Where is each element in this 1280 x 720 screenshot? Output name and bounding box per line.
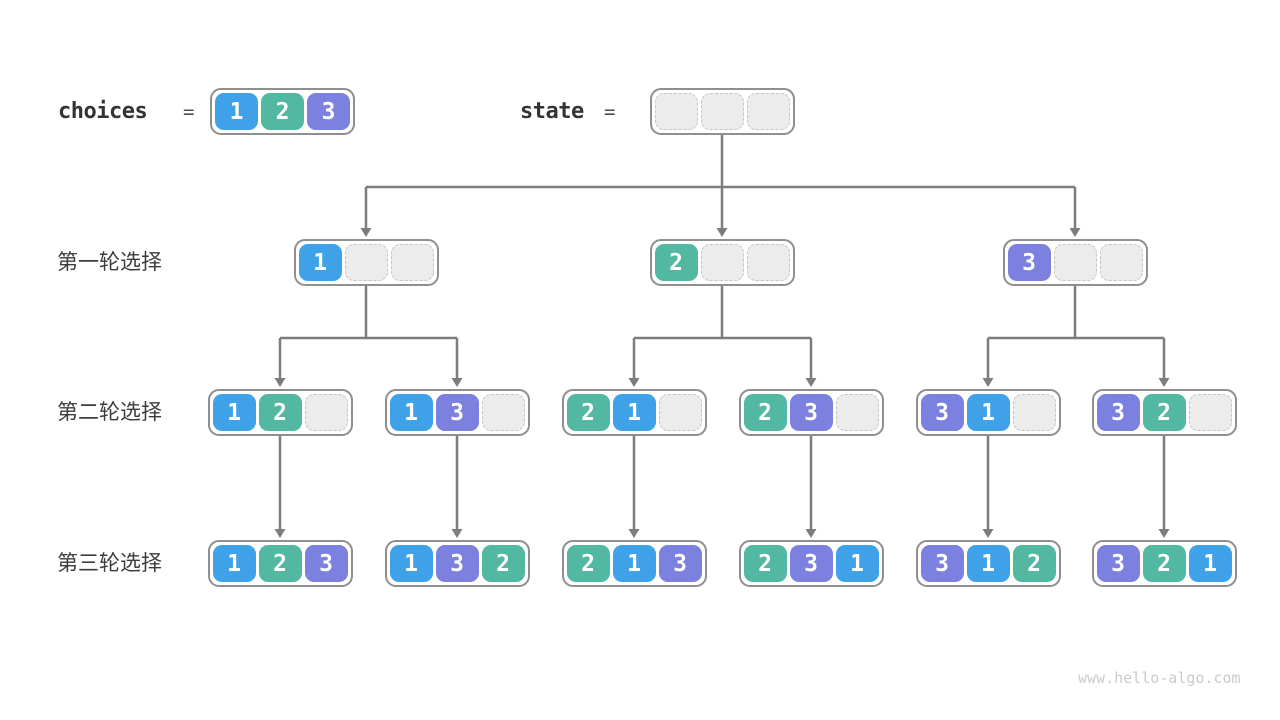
- array-slot-filled: 3: [1096, 394, 1140, 431]
- state-label: state: [520, 99, 584, 124]
- array-slot-filled: 1: [1188, 545, 1232, 582]
- array-slot-filled: 2: [481, 545, 525, 582]
- array-slot-empty: [304, 394, 348, 431]
- array-slot-empty: [747, 93, 790, 130]
- array-slot-filled: 2: [1142, 545, 1186, 582]
- array-slot-filled: 1: [212, 394, 256, 431]
- state-box: 3: [1002, 239, 1148, 286]
- array-slot-filled: 1: [966, 545, 1010, 582]
- array-slot-filled: 3: [307, 93, 350, 130]
- choices-label: choices: [58, 99, 148, 124]
- array-slot-filled: 3: [789, 545, 833, 582]
- array-slot-empty: [746, 244, 790, 281]
- array-slot-filled: 3: [920, 545, 964, 582]
- state-equals-sign: =: [604, 100, 616, 123]
- array-slot-filled: 1: [835, 545, 879, 582]
- array-slot-filled: 1: [389, 394, 433, 431]
- array-slot-filled: 1: [612, 545, 656, 582]
- array-slot-empty: [700, 244, 744, 281]
- array-slot-filled: 2: [566, 394, 610, 431]
- array-slot-filled: 3: [435, 545, 479, 582]
- array-slot-filled: 1: [212, 545, 256, 582]
- state-header: state: [520, 88, 584, 135]
- array-slot-filled: 3: [435, 394, 479, 431]
- state-box: 2: [649, 239, 795, 286]
- array-slot-empty: [701, 93, 744, 130]
- array-slot-filled: 2: [258, 394, 302, 431]
- array-slot-filled: 1: [612, 394, 656, 431]
- array-slot-empty: [658, 394, 702, 431]
- array-slot-empty: [835, 394, 879, 431]
- array-slot-empty: [655, 93, 698, 130]
- choices-header: choices: [58, 88, 148, 135]
- array-slot-filled: 1: [215, 93, 258, 130]
- choices-equals-sign: =: [183, 100, 195, 123]
- array-slot-filled: 2: [1142, 394, 1186, 431]
- array-slot-filled: 3: [1007, 244, 1051, 281]
- state-box: 1: [293, 239, 439, 286]
- array-slot-filled: 2: [743, 545, 787, 582]
- array-slot-filled: 2: [261, 93, 304, 130]
- array-slot-empty: [1053, 244, 1097, 281]
- array-slot-filled: 3: [1096, 545, 1140, 582]
- array-slot-filled: 3: [658, 545, 702, 582]
- array-slot-empty: [1012, 394, 1056, 431]
- array-slot-filled: 1: [389, 545, 433, 582]
- array-slot-filled: 2: [743, 394, 787, 431]
- array-slot-empty: [390, 244, 434, 281]
- state-array: [650, 88, 795, 135]
- array-slot-filled: 3: [920, 394, 964, 431]
- array-slot-empty: [1188, 394, 1232, 431]
- round-label: 第二轮选择: [57, 400, 162, 424]
- array-slot-filled: 3: [789, 394, 833, 431]
- array-slot-empty: [344, 244, 388, 281]
- array-slot-filled: 1: [966, 394, 1010, 431]
- array-slot-empty: [481, 394, 525, 431]
- round-label: 第三轮选择: [57, 551, 162, 575]
- watermark: www.hello-algo.com: [1078, 669, 1241, 687]
- array-slot-filled: 3: [304, 545, 348, 582]
- array-slot-empty: [1099, 244, 1143, 281]
- array-slot-filled: 2: [654, 244, 698, 281]
- array-slot-filled: 1: [298, 244, 342, 281]
- array-slot-filled: 2: [258, 545, 302, 582]
- round-label: 第一轮选择: [57, 250, 162, 274]
- array-slot-filled: 2: [566, 545, 610, 582]
- array-slot-filled: 2: [1012, 545, 1056, 582]
